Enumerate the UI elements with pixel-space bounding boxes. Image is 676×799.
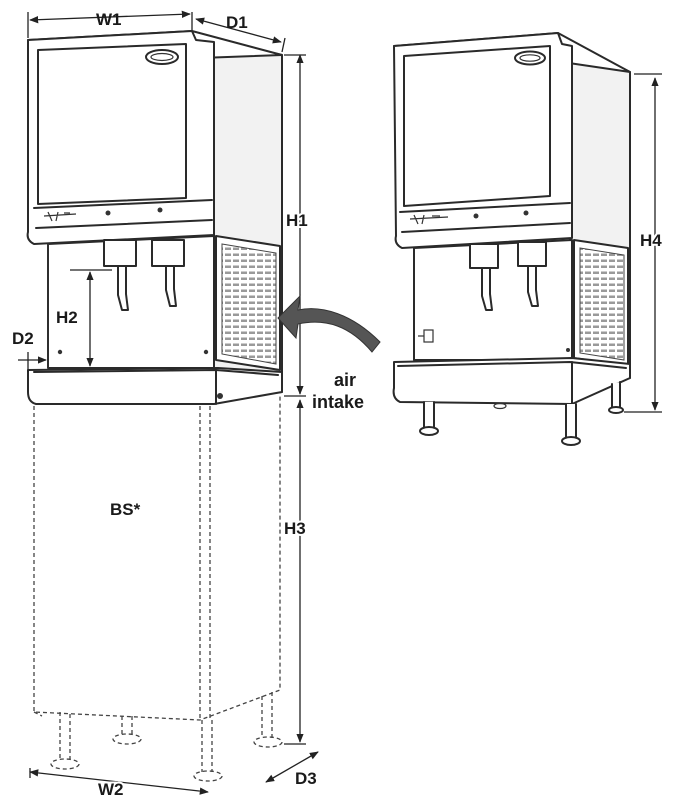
label-intake: intake	[312, 392, 364, 412]
left-dispenser-drawing	[26, 30, 283, 405]
label-h3: H3	[284, 519, 306, 538]
base-stand-outline	[33, 396, 283, 782]
label-d1: D1	[226, 13, 248, 32]
label-h4: H4	[640, 231, 662, 250]
air-intake-arrow	[277, 294, 381, 353]
label-d3: D3	[295, 769, 317, 788]
right-dispenser-drawing	[392, 32, 631, 446]
label-h1: H1	[286, 211, 308, 230]
label-w2: W2	[98, 780, 124, 799]
label-h2: H2	[56, 308, 78, 327]
label-d2: D2	[12, 329, 34, 348]
label-w1: W1	[96, 10, 122, 29]
dimension-lines	[18, 10, 662, 795]
label-air: air	[334, 370, 356, 390]
label-bs: BS*	[110, 500, 141, 519]
